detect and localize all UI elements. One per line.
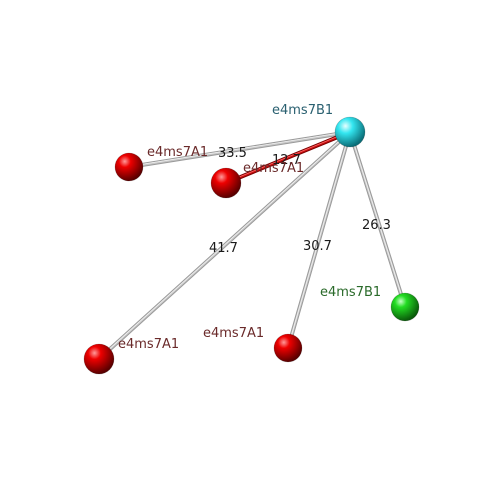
atom-n3: [83, 343, 115, 375]
atom-label-n5: e4ms7B1: [320, 285, 381, 300]
bond-n2: [224, 130, 352, 185]
atom-label-center: e4ms7B1: [272, 103, 333, 118]
bond-n5: [348, 130, 407, 309]
bond-n1: [127, 130, 352, 169]
atom-n2: [210, 167, 242, 199]
atom-label-n2: e4ms7A1: [243, 161, 304, 176]
atom-label-n4: e4ms7A1: [203, 326, 264, 341]
nodes: [83, 116, 420, 375]
bond-value-n5: 26.3: [362, 218, 391, 233]
atom-n5: [390, 292, 420, 322]
atom-n1: [114, 152, 144, 182]
bond-n3: [97, 130, 352, 361]
bond-value-n1: 33.5: [218, 146, 247, 161]
atom-label-n1: e4ms7A1: [147, 145, 208, 160]
labels: 33.5 12.7 41.7 30.7 26.3 e4ms7B1 e4ms7A1 e4ms7A…: [118, 103, 391, 352]
atom-n4: [273, 333, 303, 363]
bond-value-n3: 41.7: [209, 241, 238, 256]
edges: [97, 130, 407, 361]
bond-value-n4: 30.7: [303, 239, 332, 254]
atom-center: [334, 116, 366, 148]
atom-label-n3: e4ms7A1: [118, 337, 179, 352]
bond-value-n2: 12.7: [272, 153, 301, 168]
bond-n4: [286, 130, 352, 350]
